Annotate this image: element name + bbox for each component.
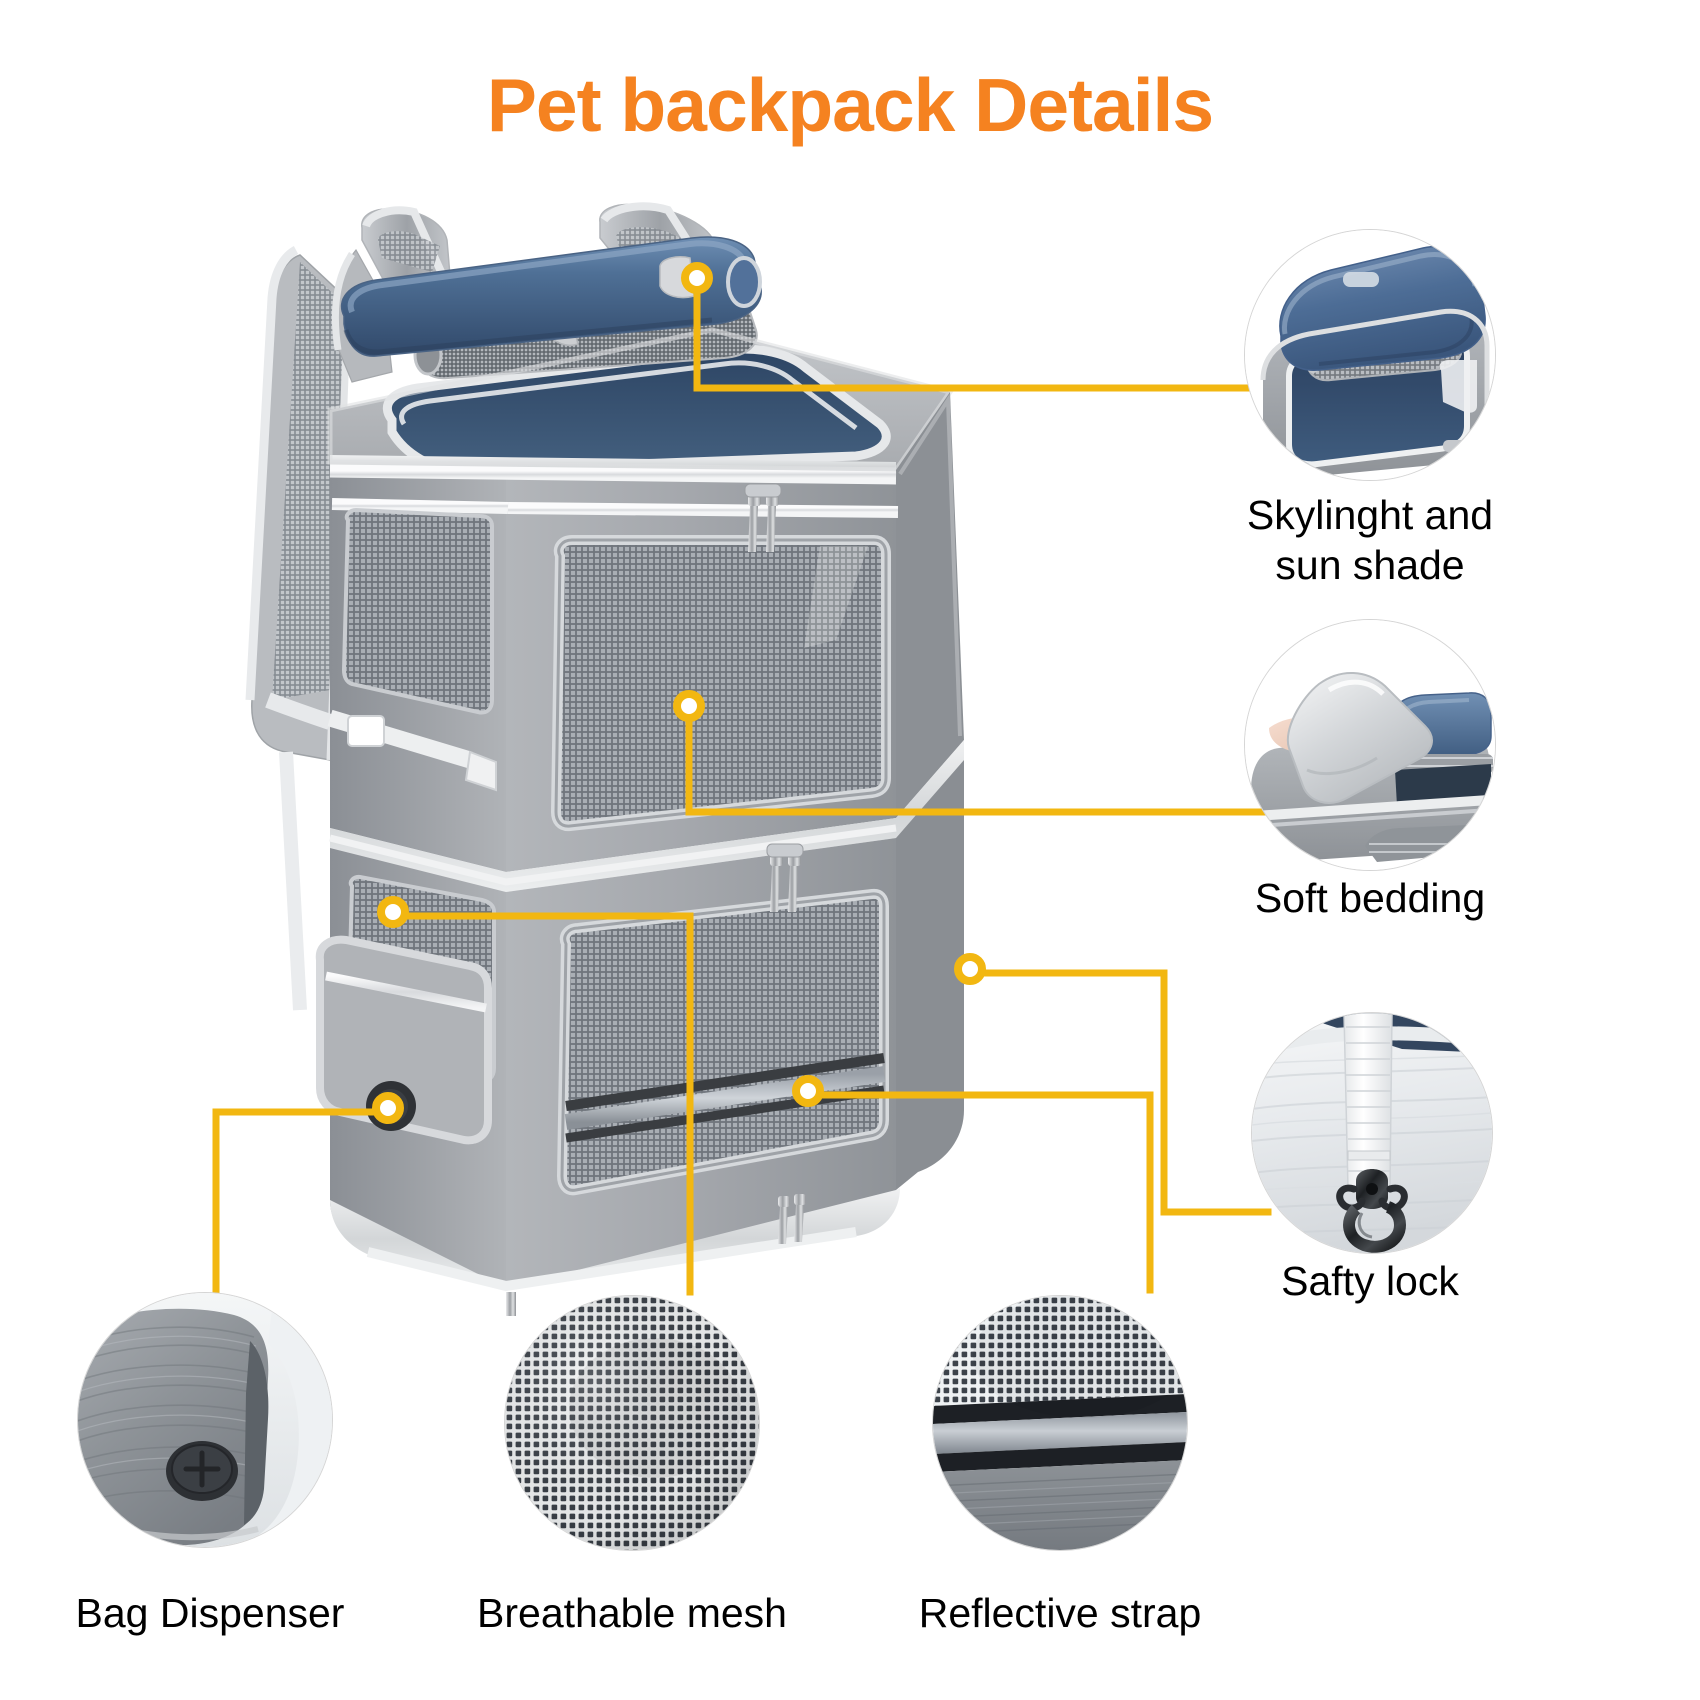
callout-line-reflective-strap	[804, 1091, 1154, 1294]
callout-dot-skylight[interactable]	[681, 262, 713, 294]
label-safety-lock: Safty lock	[1281, 1258, 1459, 1304]
zipper-pull-upper	[744, 483, 782, 552]
callout-line-soft-bedding	[685, 706, 1302, 816]
detail-circle-reflective-strap[interactable]	[933, 1296, 1187, 1550]
detail-circle-skylight[interactable]	[1245, 230, 1495, 480]
label-soft-bedding: Soft bedding	[1254, 875, 1486, 921]
callout-dot-safety-lock[interactable]	[954, 953, 986, 985]
callout-line-bag-dispenser	[212, 1108, 392, 1294]
callout-dot-bag-dispenser[interactable]	[372, 1092, 404, 1124]
callout-dot-soft-bedding[interactable]	[673, 690, 705, 722]
page-title: Pet backpack Details	[486, 63, 1214, 147]
detail-circle-breathable-mesh[interactable]	[505, 1296, 759, 1550]
label-reflective-strap: Reflective strap	[918, 1590, 1202, 1636]
callout-dot-breathable-mesh[interactable]	[377, 896, 409, 928]
label-bag-dispenser: Bag Dispenser	[75, 1590, 345, 1636]
bottom-zipper-pull	[778, 1194, 806, 1244]
callout-dot-reflective-strap[interactable]	[792, 1075, 824, 1107]
label-skylight: Skylinght and sun shade	[1246, 492, 1494, 589]
callout-line-breathable-mesh	[389, 912, 694, 1296]
detail-circle-bag-dispenser[interactable]	[78, 1293, 332, 1547]
callout-line-safety-lock	[966, 969, 1272, 1216]
callout-line-skylight	[693, 278, 1302, 392]
label-breathable-mesh: Breathable mesh	[477, 1590, 787, 1636]
zipper-pull-lower	[766, 843, 804, 912]
detail-circle-soft-bedding[interactable]	[1245, 620, 1495, 870]
detail-circle-safety-lock[interactable]	[1252, 1013, 1492, 1253]
